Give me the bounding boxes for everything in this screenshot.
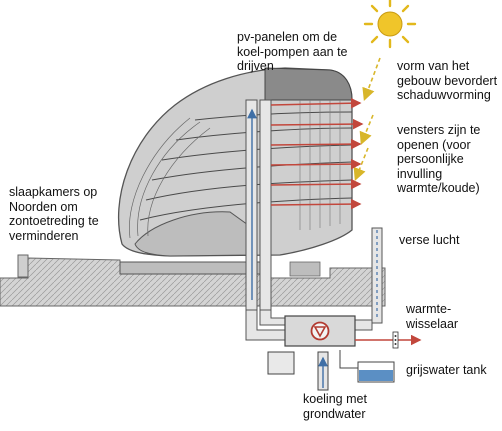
- building-base: [119, 261, 261, 275]
- sun-ray-arrows: [353, 57, 381, 181]
- label-bedrooms: slaapkamers op Noorden om zontoetreding …: [9, 185, 99, 243]
- heat-exchanger-box: [284, 315, 356, 347]
- pump-units: [267, 351, 329, 391]
- sun-icon: [363, 0, 417, 49]
- label-cooling: koeling met grondwater: [303, 392, 367, 421]
- label-windows: vensters zijn te openen (voor persoonlij…: [397, 123, 481, 195]
- label-greywater: grijswater tank: [406, 363, 487, 377]
- building-shell: [118, 67, 353, 257]
- greywater-tank-icon: [339, 350, 395, 383]
- label-heat-exchanger: warmte- wisselaar: [406, 302, 459, 331]
- label-fresh-air: verse lucht: [399, 233, 460, 247]
- pipe-network: [245, 309, 373, 341]
- air-out-arrows: [270, 97, 364, 210]
- heat-exchanger-outlet: [355, 331, 422, 349]
- facade-ribs: [129, 117, 211, 239]
- label-shape: vorm van het gebouw bevordert schaduwvor…: [397, 59, 498, 102]
- label-pv-panels: pv-panelen om de koel-pompen aan te drij…: [237, 30, 348, 73]
- fresh-air-intake: [371, 227, 383, 324]
